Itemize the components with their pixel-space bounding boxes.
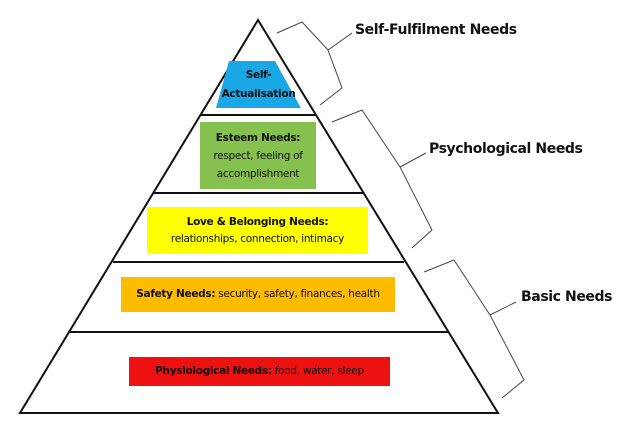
esteem-needs-box: Esteem Needs: respect, feeling of accomp…: [200, 122, 316, 189]
physiological-needs-box: Physiological Needs: food, water, sleep: [129, 357, 390, 386]
physiological-needs-title: Physiological Needs:: [155, 365, 272, 377]
esteem-needs-line1: respect, feeling of: [213, 149, 303, 162]
safety-needs-box: Safety Needs: security, safety, finances…: [121, 277, 395, 312]
love-belonging-line1: relationships, connection, intimacy: [170, 232, 345, 245]
esteem-needs-line2: accomplishment: [216, 167, 300, 180]
self-actualisation-shape: [216, 61, 301, 108]
safety-needs-line1: security, safety, finances, health: [215, 288, 380, 300]
psychological-label: Psychological Needs: [429, 141, 583, 157]
physiological-needs-line1: food, water, sleep: [271, 365, 364, 377]
pyramid-triangle: [18, 18, 500, 414]
self-actualisation-title-2: Actualisation: [221, 88, 296, 100]
self-fulfilment-label: Self-Fulfilment Needs: [355, 22, 517, 38]
basic-label: Basic Needs: [521, 289, 613, 305]
bracket-basic: [423, 259, 525, 399]
esteem-needs-title: Esteem Needs:: [215, 131, 301, 144]
bracket-psychological: [331, 109, 433, 249]
safety-needs-title: Safety Needs:: [136, 288, 216, 300]
love-belonging-box: Love & Belonging Needs: relationships, c…: [147, 207, 368, 254]
bracket-self-fulfilment: [276, 21, 353, 106]
self-actualisation-title: Self-: [245, 69, 272, 81]
self-actualisation-box: Self- Actualisation: [216, 62, 301, 108]
love-belonging-title: Love & Belonging Needs:: [186, 215, 329, 228]
